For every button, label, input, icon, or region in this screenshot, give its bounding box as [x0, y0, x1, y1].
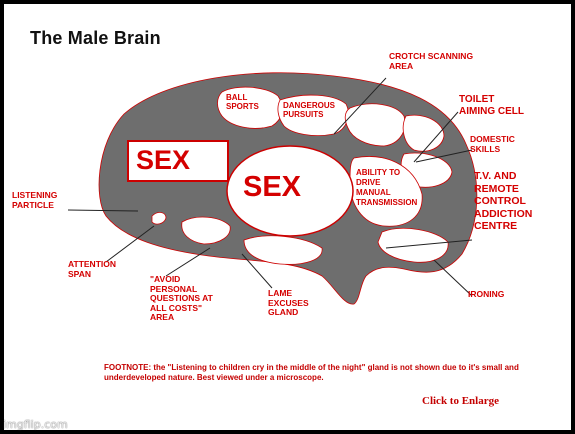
region-lower-left	[181, 216, 231, 245]
region-toilet	[402, 114, 445, 152]
toilet-label: TOILET AIMING CELL	[459, 94, 524, 117]
region-listening	[151, 212, 167, 225]
watermark: imgflip.com	[3, 418, 68, 431]
sex-box	[127, 140, 229, 182]
leader-lines	[67, 77, 473, 297]
sex-box-text: SEX	[136, 145, 191, 175]
crotch-label: CROTCH SCANNING AREA	[389, 51, 474, 71]
region-lower-mid	[243, 235, 323, 265]
region-driving	[349, 156, 423, 227]
sex-oval-text: SEX	[243, 171, 302, 203]
sex-oval	[226, 145, 354, 237]
avoid-label: "AVOID PERSONAL QUESTIONS AT ALL COSTS" …	[150, 274, 213, 322]
brain-diagram	[67, 72, 478, 305]
dangerous-pursuits-text: DANGEROUS PURSUITS	[283, 101, 336, 119]
attention-label: ATTENTION SPAN	[68, 259, 117, 279]
image-frame: The Male Brain BALL SPORTS DANGEROUS PUR…	[4, 4, 571, 430]
lame-label: LAME EXCUSES GLAND	[268, 288, 309, 317]
ball-sports-text: BALL SPORTS	[226, 93, 259, 111]
listening-label: LISTENING PARTICLE	[12, 190, 58, 210]
diagram-title: The Male Brain	[30, 28, 161, 48]
domestic-label: DOMESTIC SKILLS	[470, 134, 515, 154]
driving-text: ABILITY TO DRIVE MANUAL TRANSMISSION	[356, 168, 418, 207]
region-ball-sports	[217, 86, 283, 129]
ironing-label: IRONING	[468, 289, 505, 299]
tv-label: T.V. AND REMOTE CONTROL ADDICTION CENTRE	[474, 170, 533, 232]
footnote: FOOTNOTE: the "Listening to children cry…	[104, 363, 519, 382]
click-to-enlarge-link[interactable]: Click to Enlarge	[422, 395, 499, 407]
